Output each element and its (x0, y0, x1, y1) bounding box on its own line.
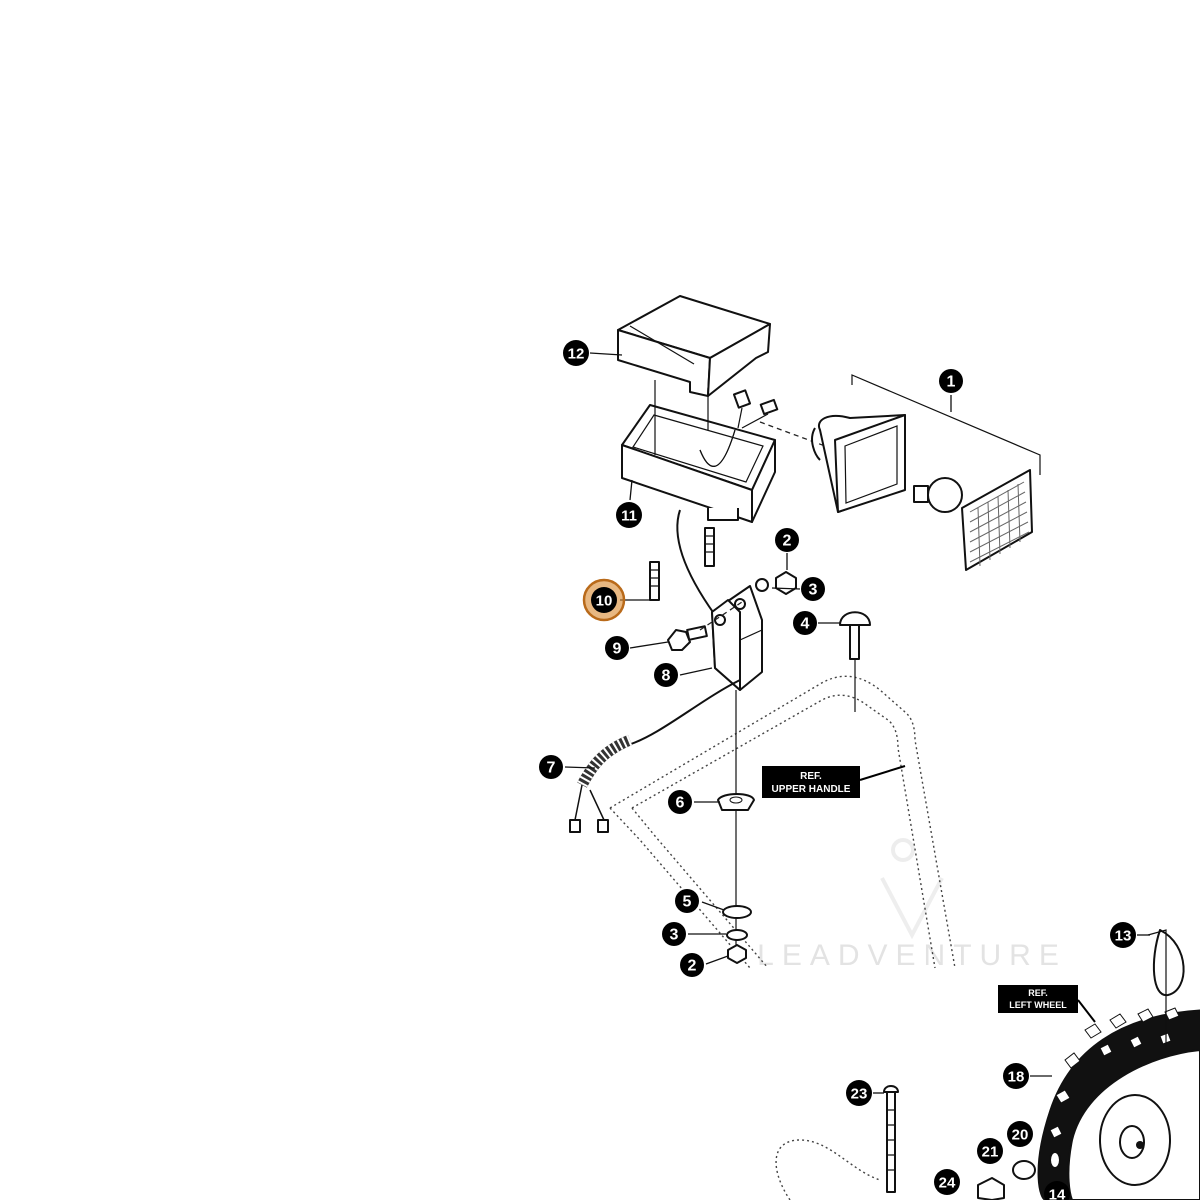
callout-number: 11 (621, 508, 637, 525)
callout-number: 24 (939, 1175, 956, 1192)
bolt-9 (667, 599, 746, 651)
callout-badge (616, 502, 642, 528)
callout-number: 14 (1049, 1187, 1066, 1200)
callout-badge (591, 587, 617, 613)
callout-number: 10 (596, 593, 613, 610)
spacer-6 (717, 793, 755, 811)
callout-2-c2a[interactable]: 2 (775, 528, 799, 552)
callout-number: 3 (670, 927, 679, 944)
callout-3-c3b[interactable]: 3 (662, 922, 686, 946)
callout-8-c8[interactable]: 8 (654, 663, 678, 687)
callout-5-c5[interactable]: 5 (675, 889, 699, 913)
callout-badge (605, 636, 629, 660)
headlight-lens (961, 469, 1033, 571)
hitch-pin-13 (1147, 929, 1185, 1050)
callout-badge (934, 1169, 960, 1195)
callout-badge (977, 1138, 1003, 1164)
callout-12-c12[interactable]: 12 (563, 340, 589, 366)
callout-number: 18 (1008, 1069, 1025, 1086)
screw-10 (649, 561, 660, 601)
callout-23-c23[interactable]: 23 (846, 1080, 872, 1106)
callout-2-c2b[interactable]: 2 (680, 953, 704, 977)
light-cover (617, 295, 771, 397)
callout-badge (680, 953, 704, 977)
callout-number: 23 (851, 1086, 868, 1103)
callout-badge (662, 922, 686, 946)
watermark-text: LEADVENTURE (757, 939, 1067, 972)
callout-1-c1[interactable]: 1 (939, 369, 963, 393)
callout-20-c20[interactable]: 20 (1007, 1121, 1033, 1147)
callout-13-c13[interactable]: 13 (1110, 922, 1136, 948)
clip-14 (1049, 1151, 1061, 1169)
callout-badge (1003, 1063, 1029, 1089)
svg-text:REF.: REF. (800, 771, 822, 782)
bolt-23 (883, 1085, 899, 1193)
callout-number: 3 (809, 582, 818, 599)
washer-5 (722, 905, 752, 919)
callout-18-c18[interactable]: 18 (1003, 1063, 1029, 1089)
callout-24-c24[interactable]: 24 (934, 1169, 960, 1195)
callout-badge (1007, 1121, 1033, 1147)
callout-number: 7 (547, 760, 556, 777)
coil-cord-7 (569, 679, 741, 833)
nut-2 (727, 944, 747, 964)
callout-number: 2 (688, 958, 697, 975)
callout-badge (1044, 1181, 1070, 1200)
callout-badge (654, 663, 678, 687)
callout-number: 6 (676, 795, 685, 812)
callout-badge (939, 369, 963, 393)
callout-badge (775, 528, 799, 552)
callout-4-c4[interactable]: 4 (793, 611, 817, 635)
callout-badge (846, 1080, 872, 1106)
callout-14-c14[interactable]: 14 (1044, 1181, 1070, 1200)
callout-number: 5 (683, 894, 692, 911)
callout-badge (563, 340, 589, 366)
callout-number: 4 (801, 616, 810, 633)
callout-number: 12 (568, 346, 585, 363)
left-wheel (1037, 1007, 1200, 1200)
callout-number: 8 (662, 668, 671, 685)
callout-number: 13 (1115, 928, 1132, 945)
callout-number: 20 (1012, 1127, 1029, 1144)
callout-badge (668, 790, 692, 814)
callout-badge (801, 577, 825, 601)
ref-upper-handle: REF. UPPER HANDLE (762, 765, 906, 798)
svg-text:UPPER HANDLE: UPPER HANDLE (772, 784, 851, 795)
callout-badge (1110, 922, 1136, 948)
light-housing (621, 389, 779, 523)
nut-21 (977, 1177, 1005, 1200)
svg-text:LEFT WHEEL: LEFT WHEEL (1009, 1000, 1067, 1010)
callout-21-c21[interactable]: 21 (977, 1138, 1003, 1164)
callout-badge (539, 755, 563, 779)
callout-number: 2 (783, 533, 792, 550)
callout-10-c10[interactable]: 10 (582, 578, 626, 622)
svg-text:REF.: REF. (1028, 988, 1048, 998)
callout-6-c6[interactable]: 6 (668, 790, 692, 814)
headlight-assembly (759, 374, 1041, 571)
callout-9-c9[interactable]: 9 (605, 636, 629, 660)
callout-number: 9 (613, 641, 622, 658)
screw-housing (704, 527, 715, 567)
callout-badge (675, 889, 699, 913)
callout-11-c11[interactable]: 11 (616, 502, 642, 528)
carriage-bolt-4 (839, 611, 871, 712)
upper-handle-ref (609, 675, 956, 969)
ref-left-wheel: REF. LEFT WHEEL (998, 985, 1096, 1023)
washer-20 (1012, 1160, 1036, 1180)
callout-badge (793, 611, 817, 635)
bracket (711, 585, 763, 691)
callout-number: 21 (982, 1144, 999, 1161)
callout-7-c7[interactable]: 7 (539, 755, 563, 779)
callout-number: 1 (947, 374, 956, 391)
watermark-logo: LEADVENTURE (757, 838, 1067, 972)
washer-3 (726, 929, 748, 941)
callout-3-c3a[interactable]: 3 (801, 577, 825, 601)
